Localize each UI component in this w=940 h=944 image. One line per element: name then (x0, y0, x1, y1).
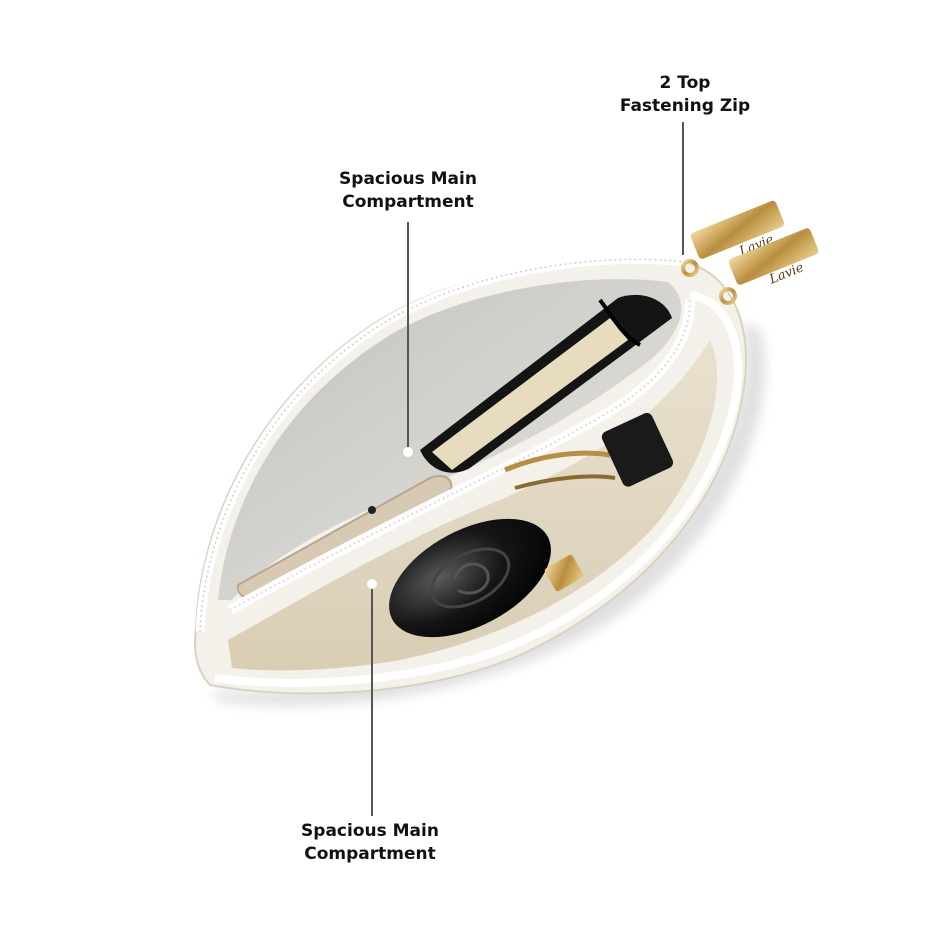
phone-camera (368, 506, 376, 514)
side-clasp (544, 554, 584, 592)
callout-zip-line-1: 2 Top (659, 73, 711, 93)
leader-lines (367, 122, 684, 816)
callout-fastening-zip: 2 Top Fastening Zip (600, 72, 770, 118)
sunglasses (504, 412, 674, 490)
callout-zip-line-2: Fastening Zip (619, 96, 751, 116)
compact-case (389, 518, 551, 638)
callout-lower-line-1: Spacious Main (301, 821, 439, 841)
callout-upper-line-1: Spacious Main (339, 169, 477, 189)
callout-upper-line-2: Compartment (342, 192, 474, 212)
leader-dot-lower (367, 579, 377, 589)
leader-dot-upper (403, 447, 413, 457)
lower-compartment-lining (228, 340, 718, 671)
right-zipper-edge (214, 291, 742, 687)
callout-lower-compartment: Spacious Main Compartment (280, 820, 460, 866)
callout-lower-line-2: Compartment (304, 844, 436, 864)
notebook (420, 294, 672, 473)
callout-upper-compartment: Spacious Main Compartment (318, 168, 498, 214)
